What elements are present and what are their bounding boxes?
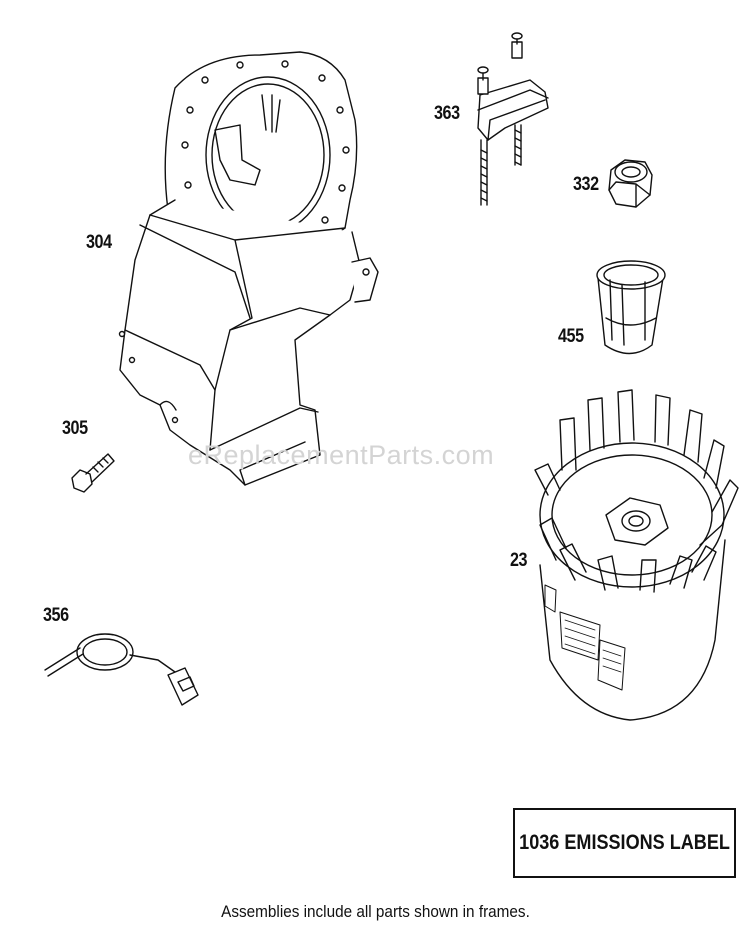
emissions-label-text: 1036 EMISSIONS LABEL <box>519 831 730 854</box>
part-label-363: 363 <box>434 103 460 124</box>
flywheel-drawing <box>534 389 739 721</box>
footnote-text: Assemblies include all parts shown in fr… <box>220 902 530 921</box>
bracket-drawing <box>477 32 549 206</box>
part-label-356: 356 <box>43 605 69 626</box>
part-label-455: 455 <box>558 326 584 347</box>
footnote: Assemblies include all parts shown in fr… <box>0 902 750 922</box>
ground-wire-drawing <box>44 633 199 706</box>
part-label-304: 304 <box>86 232 112 253</box>
screw-drawing <box>71 453 115 493</box>
nut-drawing <box>608 159 653 208</box>
emissions-label-frame: 1036 EMISSIONS LABEL <box>513 808 736 878</box>
blower-housing-drawing <box>118 51 379 486</box>
part-label-332: 332 <box>573 174 599 195</box>
watermark: eReplacementParts.com <box>188 440 495 470</box>
cup-drawing <box>596 260 666 355</box>
part-label-305: 305 <box>62 418 88 439</box>
part-label-23: 23 <box>510 550 528 571</box>
